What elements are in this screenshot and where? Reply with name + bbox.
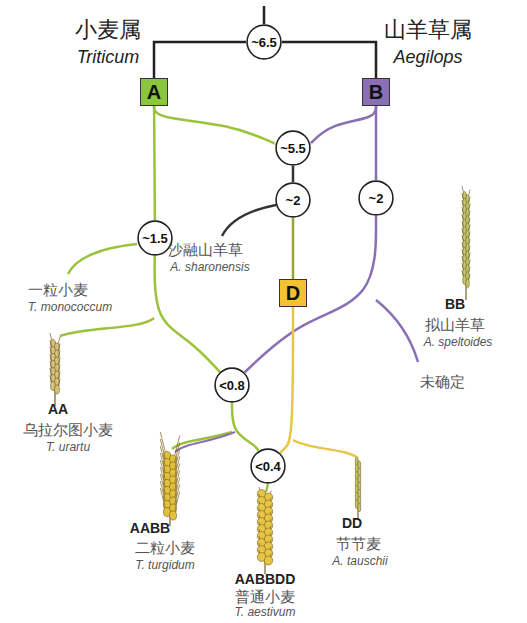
circle-shape	[359, 181, 393, 215]
genus-title: Triticum	[77, 48, 140, 68]
tree-branch	[245, 216, 376, 372]
tree-branch	[154, 106, 276, 144]
circle-shape	[138, 221, 172, 255]
tree-branch	[154, 42, 246, 78]
species-label: 普通小麦	[235, 589, 295, 606]
spike-grain	[466, 279, 470, 288]
species-label: 乌拉尔图小麦	[23, 422, 113, 439]
genus-title: Aegilops	[393, 48, 462, 68]
spike-grain	[358, 503, 361, 512]
wheat-spike	[50, 333, 60, 406]
node-text: <0.4	[255, 460, 281, 473]
spike-grain	[169, 511, 176, 520]
genus-title: 小麦属	[75, 18, 141, 42]
tree-branch	[292, 218, 295, 279]
species-label: A. tauschii	[332, 555, 387, 568]
species-label: 拟山羊草	[425, 317, 485, 334]
genome-box: D	[279, 279, 307, 307]
age-circle: <0.4	[250, 448, 286, 484]
species-label: AABB	[130, 521, 170, 536]
age-circle: ~5.5	[275, 130, 311, 166]
node-text: D	[286, 283, 300, 303]
spike-grain	[264, 556, 272, 565]
age-circle: ~2	[275, 182, 311, 218]
spike-grain	[55, 385, 60, 394]
node-text: ~5.5	[280, 142, 306, 155]
species-label: A. sharonensis	[170, 261, 249, 274]
species-label: AABBDD	[235, 572, 296, 587]
genome-box: A	[140, 78, 168, 106]
spike-awn	[174, 492, 180, 514]
species-label: T. urartu	[46, 441, 90, 454]
node-text: ~2	[286, 194, 301, 207]
turgidum-branch-b	[175, 432, 235, 452]
node-text: ~1.5	[142, 232, 168, 245]
genus-title: 山羊草属	[384, 18, 472, 42]
wheat-spike	[462, 186, 470, 300]
species-label: BB	[445, 297, 465, 312]
tauschii-branch	[293, 440, 358, 458]
species-label: A. speltoides	[424, 336, 493, 349]
age-circle: <0.8	[214, 367, 250, 403]
wheat-spike	[257, 487, 272, 574]
tree-branch	[292, 166, 295, 182]
species-label: AA	[48, 402, 68, 417]
circle-shape	[276, 131, 310, 165]
species-label: 二粒小麦	[135, 540, 195, 557]
tree-branch	[375, 106, 378, 180]
species-label: T. monococcum	[28, 301, 112, 314]
node-text: ~6.5	[251, 36, 277, 49]
species-label: 沙融山羊草	[168, 242, 243, 259]
spike-awn	[160, 488, 166, 510]
urartu-branch	[60, 318, 154, 336]
species-label: DD	[342, 516, 362, 531]
node-text: ~2	[369, 192, 384, 205]
tree-branch	[153, 106, 156, 220]
circle-shape	[251, 449, 285, 483]
species-label: 节节麦	[336, 536, 381, 553]
species-label: T. turgidum	[135, 559, 195, 572]
circle-shape	[215, 368, 249, 402]
species-label: 未确定	[420, 374, 465, 391]
wheat-spike	[355, 458, 361, 521]
species-label: T. aestivum	[235, 606, 296, 619]
age-circle: ~2	[358, 180, 394, 216]
tree-branch	[282, 42, 376, 78]
circle-shape	[247, 25, 281, 59]
sharonensis-branch	[222, 205, 276, 236]
circle-shape	[276, 183, 310, 217]
wheat-spike	[160, 432, 179, 526]
wheat-spikes	[50, 186, 470, 574]
tree-branch	[310, 106, 376, 144]
node-text: <0.8	[219, 379, 245, 392]
node-text: B	[369, 82, 383, 102]
unknown-branch	[376, 300, 418, 362]
tree-branch	[232, 403, 259, 451]
genome-box: B	[362, 78, 390, 106]
turgidum-branch	[172, 432, 232, 449]
age-circle: ~6.5	[246, 24, 282, 60]
aestivum-branch	[266, 484, 268, 492]
monococcum-branch	[68, 244, 137, 274]
species-label: 一粒小麦	[28, 282, 88, 299]
tree-branch	[280, 307, 293, 453]
node-text: A	[147, 82, 161, 102]
root-stub	[263, 6, 266, 24]
